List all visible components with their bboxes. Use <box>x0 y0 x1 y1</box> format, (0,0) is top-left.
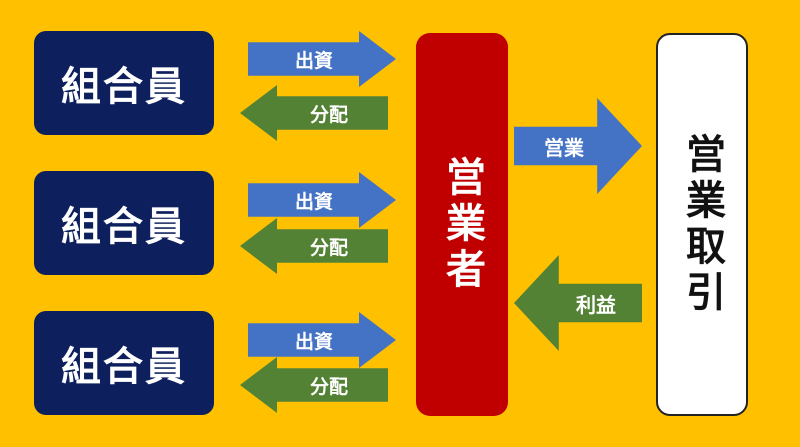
member-label: 組合員 <box>61 344 187 390</box>
distribute-arrow: 分配 <box>240 357 388 413</box>
invest-label: 出資 <box>294 330 333 353</box>
profit-flow-label: 利益 <box>576 292 616 317</box>
business-flow-label: 営業 <box>544 135 584 160</box>
member-label: 組合員 <box>61 204 187 250</box>
invest-arrow: 出資 <box>248 172 396 228</box>
distribute-arrow: 分配 <box>240 218 388 274</box>
business-label: 営業取引 <box>679 132 725 317</box>
member-box: 組合員 <box>34 31 214 135</box>
invest-label: 出資 <box>294 190 333 213</box>
operator-label: 営業者 <box>439 155 485 294</box>
distribute-arrow: 分配 <box>240 85 388 141</box>
member-box: 組合員 <box>34 171 214 275</box>
invest-arrow: 出資 <box>248 312 396 368</box>
invest-arrow: 出資 <box>248 31 396 87</box>
profit-arrow: 利益 <box>514 255 642 351</box>
member-label: 組合員 <box>61 64 187 110</box>
invest-label: 出資 <box>294 49 333 72</box>
business-arrow: 営業 <box>514 98 642 194</box>
member-box: 組合員 <box>34 311 214 415</box>
operator-box: 営業者 <box>416 33 508 416</box>
distribute-label: 分配 <box>309 236 348 259</box>
distribute-label: 分配 <box>309 375 348 398</box>
business-box: 営業取引 <box>656 33 748 416</box>
distribute-label: 分配 <box>309 103 348 126</box>
